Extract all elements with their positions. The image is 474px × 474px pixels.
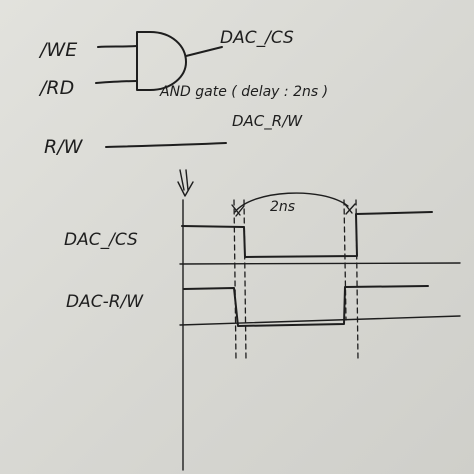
and-gate-symbol <box>136 31 187 91</box>
guide-cs-rise <box>243 199 247 361</box>
and-gate-schematic: /WE /RD DAC_/CS AND gate ( delay : 2ns ) <box>38 28 328 100</box>
rw-signal-wire <box>105 142 227 148</box>
delay-arrow-left-icon <box>231 204 245 217</box>
start-time-arrow-icon <box>177 169 194 197</box>
rw-output-label: DAC_R/W <box>232 112 303 131</box>
rw-schematic: R/W DAC_R/W <box>44 112 303 158</box>
gate-output-label: DAC_/CS <box>220 28 294 48</box>
delay-arrow-right-icon <box>343 202 356 215</box>
timing-section: 2ns DAC_/CS DAC-R/W <box>64 169 461 471</box>
guide-rw-rise <box>343 199 347 321</box>
gate-input-wire-rd <box>95 80 138 84</box>
gate-output-wire <box>185 46 223 57</box>
gate-input-wire-we <box>97 45 138 48</box>
baseline-cs <box>179 262 461 265</box>
baseline-rw <box>179 315 461 326</box>
guide-fall-edge <box>233 199 237 361</box>
timing-label-rw: DAC-R/W <box>66 292 144 312</box>
gate-caption: AND gate ( delay : 2ns ) <box>159 84 328 100</box>
delay-arc <box>234 192 349 213</box>
delay-label: 2ns <box>270 199 295 215</box>
gate-input-label-rd: /RD <box>38 77 74 99</box>
rw-signal-label: R/W <box>44 136 84 158</box>
waveform-rw <box>183 285 429 327</box>
waveform-cs <box>181 211 433 258</box>
timing-label-cs: DAC_/CS <box>64 230 138 250</box>
gate-input-label-we: /WE <box>38 39 77 61</box>
